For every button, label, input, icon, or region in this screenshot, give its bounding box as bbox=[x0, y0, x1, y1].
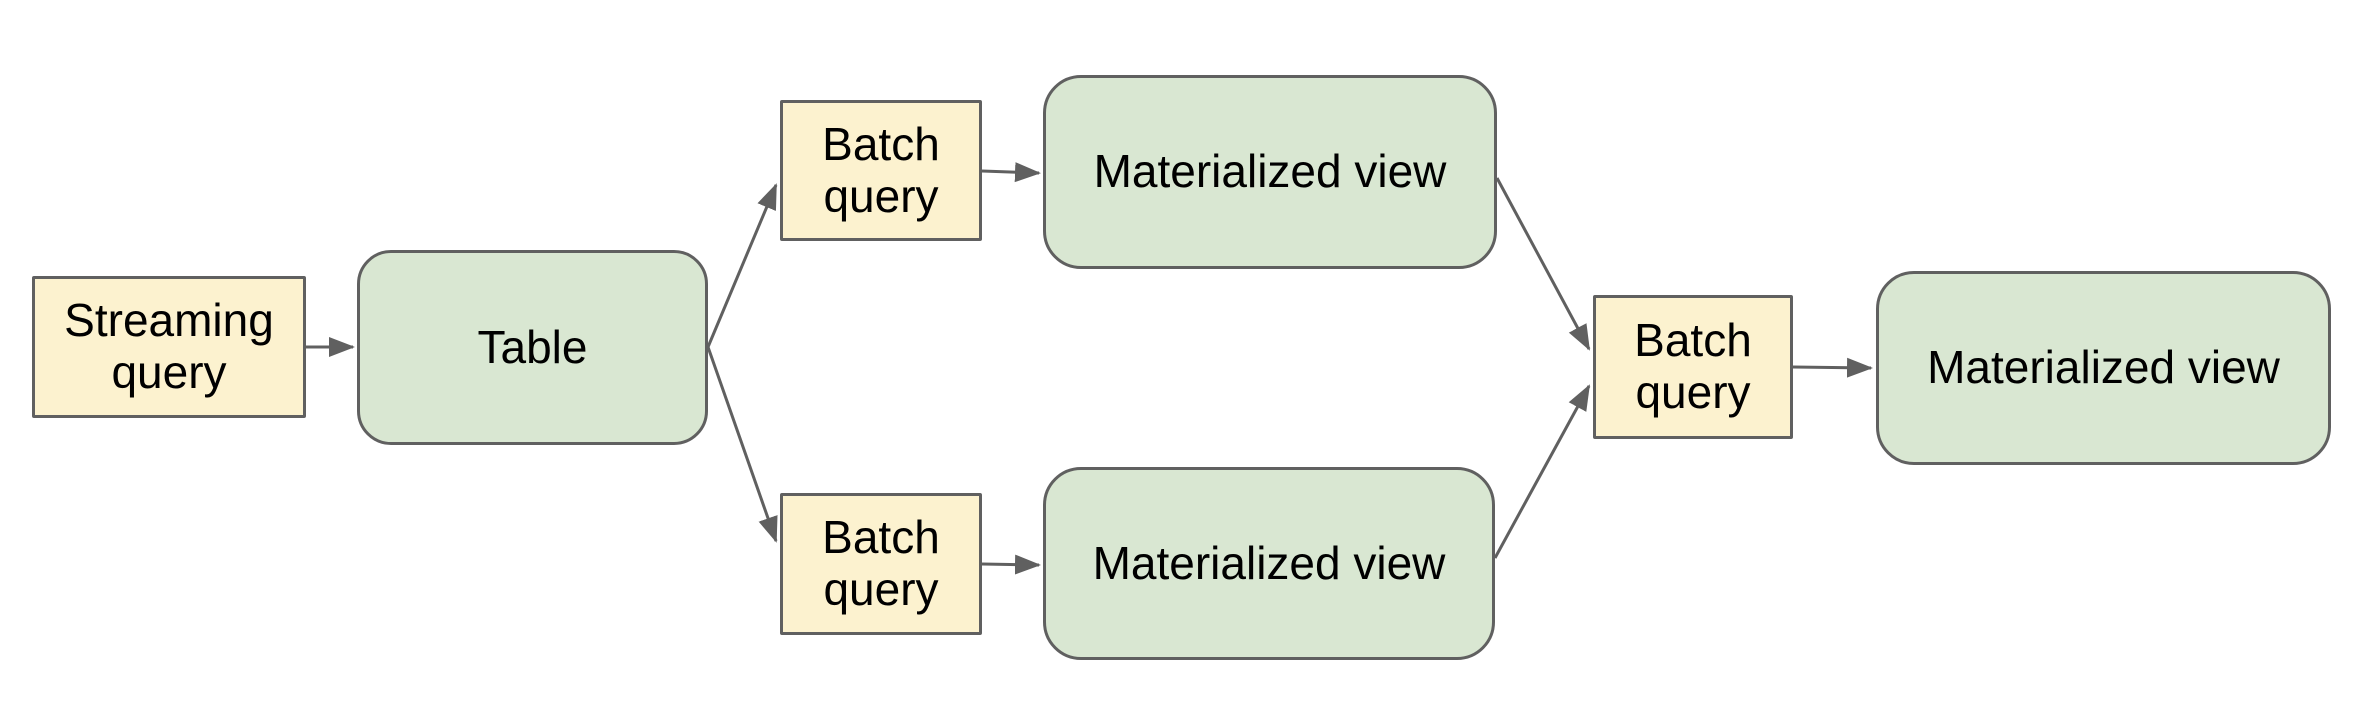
node-streaming-query: Streaming query bbox=[32, 276, 306, 418]
node-materialized-view-top: Materialized view bbox=[1043, 75, 1497, 269]
arrow-batch-query-top-to-mv-top bbox=[981, 162, 1041, 183]
node-batch-query-right: Batch query bbox=[1593, 295, 1793, 439]
node-batch-query-bottom-label: Batch query bbox=[822, 511, 940, 615]
arrow-table-to-batch-query-bottom bbox=[706, 346, 778, 543]
node-materialized-view-final: Materialized view bbox=[1876, 271, 2331, 465]
arrow-mv-top-to-batch-query-right bbox=[1495, 177, 1591, 351]
node-materialized-view-top-label: Materialized view bbox=[1093, 145, 1447, 198]
node-batch-query-right-label: Batch query bbox=[1634, 314, 1752, 418]
node-materialized-view-final-label: Materialized view bbox=[1927, 341, 2280, 394]
node-batch-query-top-label: Batch query bbox=[822, 117, 940, 222]
node-table: Table bbox=[357, 250, 708, 445]
arrow-batch-query-bottom-to-mv-bottom bbox=[981, 554, 1041, 575]
node-table-label: Table bbox=[477, 320, 588, 373]
node-materialized-view-bottom-label: Materialized view bbox=[1092, 536, 1446, 589]
node-batch-query-top: Batch query bbox=[780, 100, 982, 241]
arrow-mv-bottom-to-batch-query-right bbox=[1493, 384, 1591, 559]
arrow-table-to-batch-query-top bbox=[706, 183, 778, 348]
node-batch-query-bottom: Batch query bbox=[780, 493, 982, 635]
arrow-batch-query-right-to-mv-final bbox=[1792, 357, 1873, 378]
node-materialized-view-bottom: Materialized view bbox=[1043, 467, 1495, 660]
node-streaming-query-label: Streaming query bbox=[64, 294, 274, 398]
